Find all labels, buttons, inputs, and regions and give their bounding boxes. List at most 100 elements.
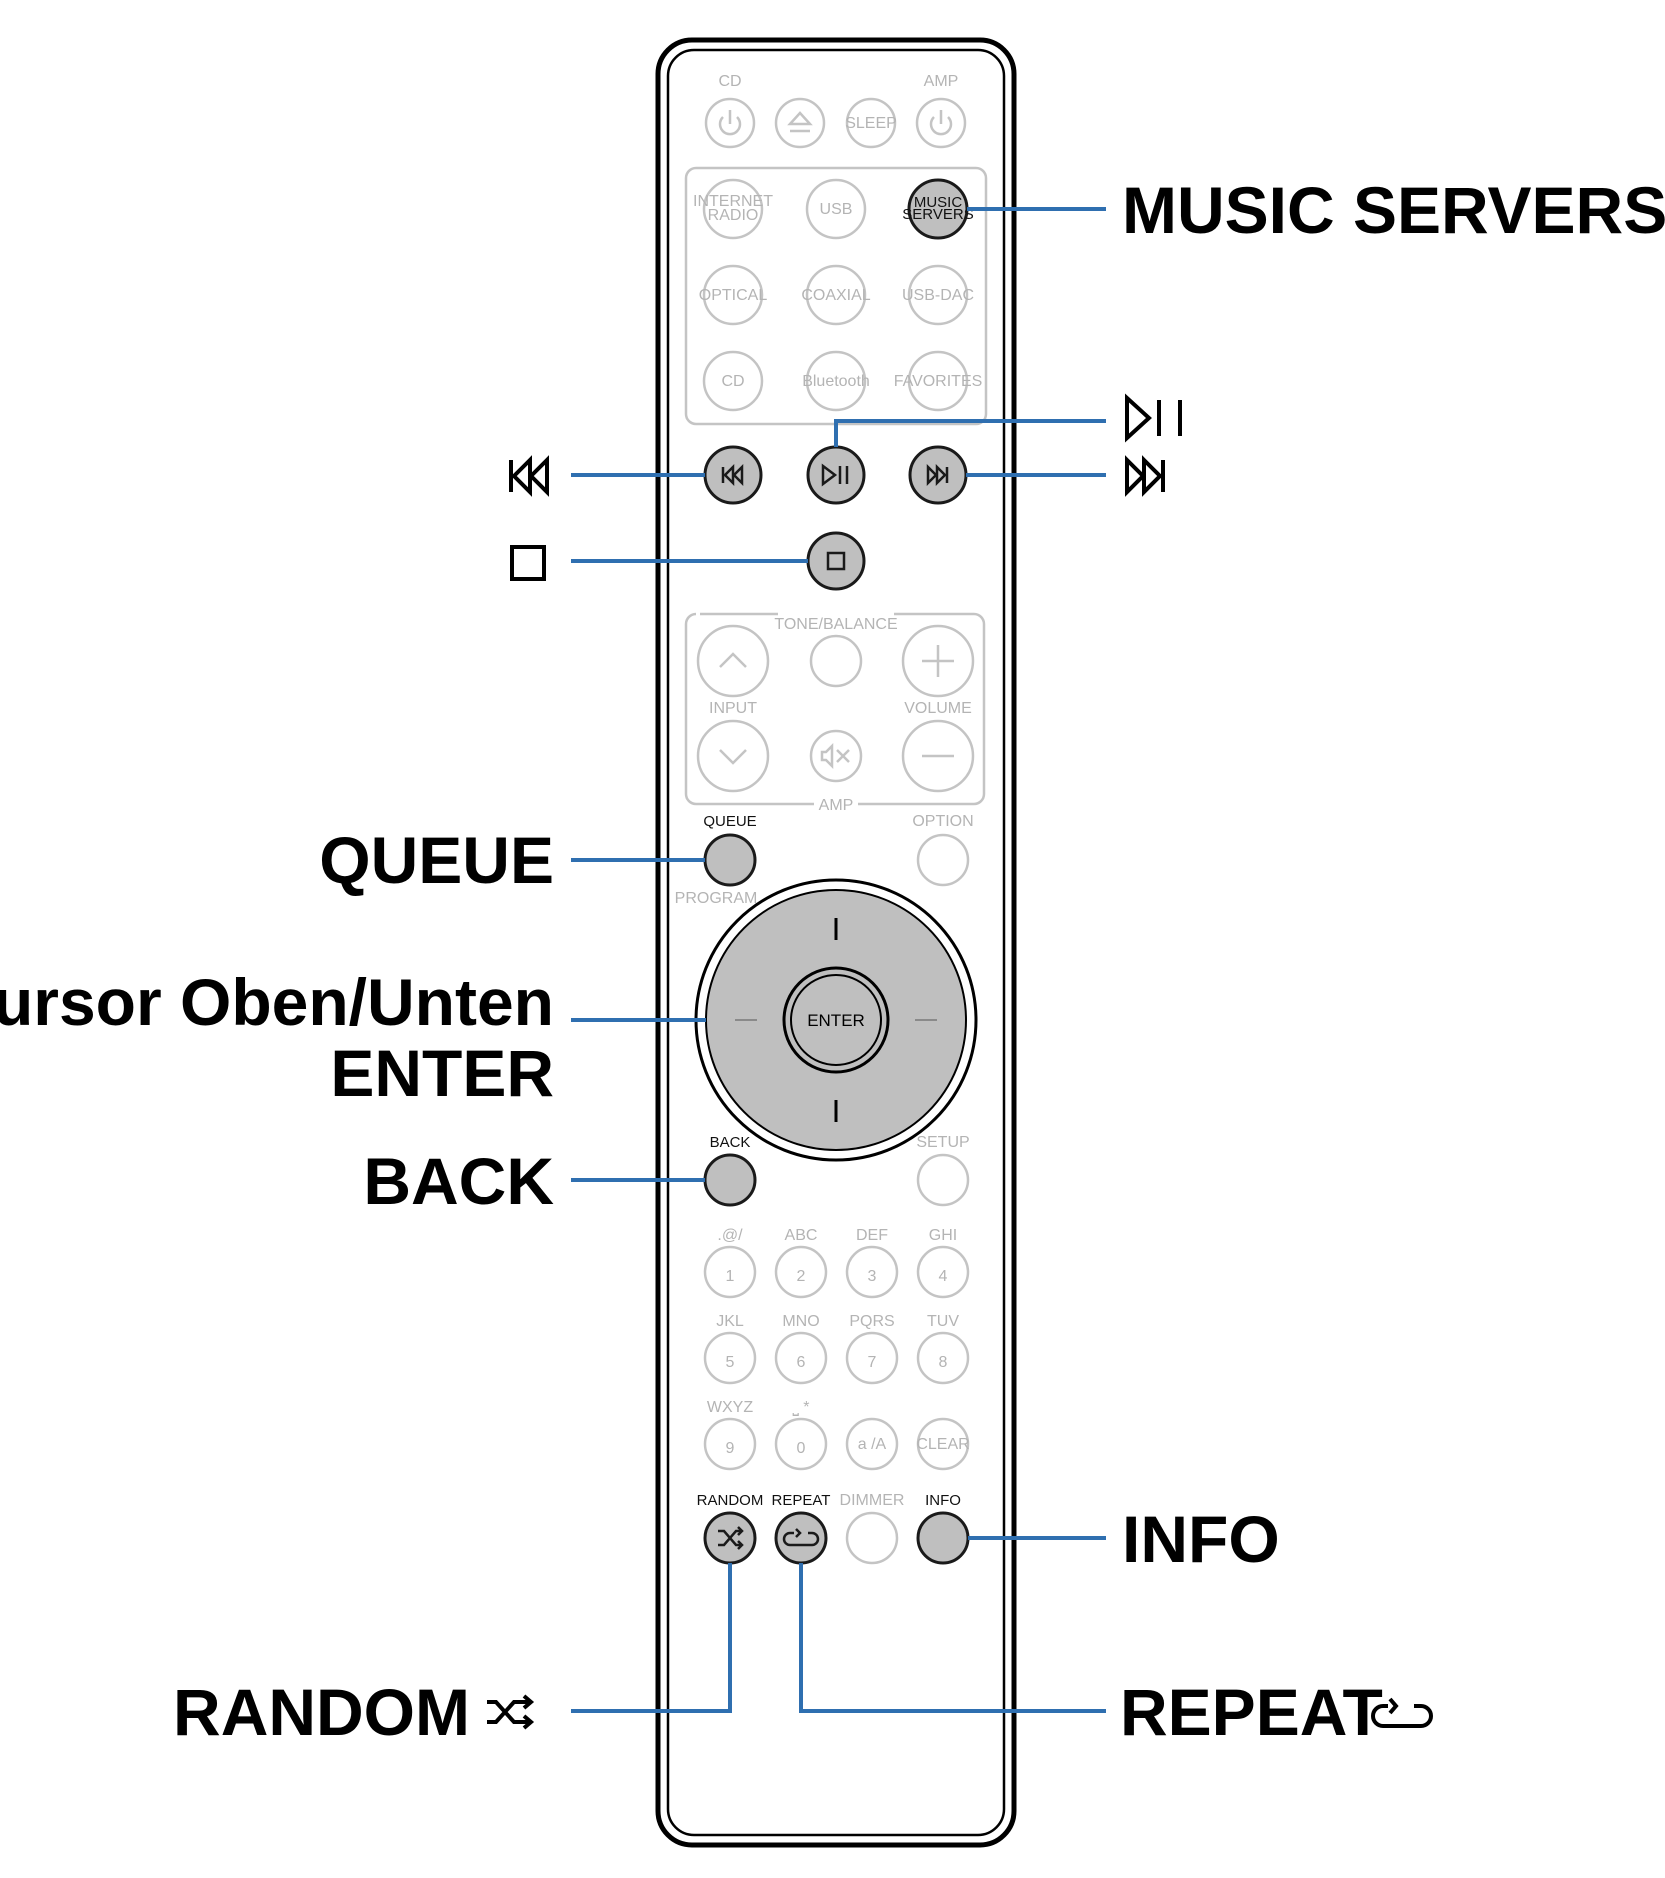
random-button[interactable] <box>703 1511 757 1565</box>
sleep-label: SLEEP <box>845 115 897 132</box>
optical-button[interactable]: OPTICAL <box>699 264 768 326</box>
sleep-button[interactable]: SLEEP <box>845 97 897 149</box>
key-0[interactable]: 0 <box>774 1417 828 1471</box>
bluetooth-button[interactable]: Bluetooth <box>802 350 870 412</box>
next-button[interactable] <box>908 445 968 505</box>
back-label: BACK <box>710 1134 751 1151</box>
key-5-label: 5 <box>726 1354 735 1371</box>
key-3[interactable]: 3 <box>845 1245 899 1299</box>
amp-label: AMP <box>924 73 959 90</box>
usb-dac-button[interactable]: USB-DAC <box>902 264 974 326</box>
dimmer-label: DIMMER <box>840 1492 905 1509</box>
previous-icon <box>721 463 744 487</box>
stop-button[interactable] <box>806 531 866 591</box>
music-servers-button[interactable]: MUSIC SERVERS <box>902 178 974 240</box>
favorites-button[interactable]: FAVORITES <box>894 350 983 412</box>
key-9[interactable]: 9 <box>703 1417 757 1471</box>
play-pause-callout-line <box>834 419 1106 447</box>
key-3-label: 3 <box>868 1268 877 1285</box>
clear-button[interactable]: CLEAR <box>916 1417 970 1471</box>
cd-label: CD <box>718 73 741 90</box>
volume-up-button[interactable] <box>901 624 975 698</box>
volume-label: VOLUME <box>904 700 972 717</box>
amp-panel-label: AMP <box>819 797 854 814</box>
back-callout: BACK <box>363 1144 554 1218</box>
key-3-sub: DEF <box>856 1227 888 1244</box>
music-servers-label-1: MUSIC <box>914 194 963 211</box>
previous-button[interactable] <box>703 445 763 505</box>
previous-callout-icon <box>509 455 549 497</box>
random-callout: RANDOM <box>173 1675 470 1749</box>
volume-down-button[interactable] <box>901 719 975 793</box>
queue-button[interactable] <box>703 833 757 887</box>
amp-power-button[interactable] <box>915 97 967 149</box>
key-1[interactable]: 1 <box>703 1245 757 1299</box>
repeat-button[interactable] <box>774 1511 828 1565</box>
input-down-button[interactable] <box>696 719 770 793</box>
repeat-callout-line <box>799 1563 1106 1713</box>
coaxial-button[interactable]: COAXIAL <box>801 264 871 326</box>
repeat-callout-icon <box>1371 1697 1433 1728</box>
tone-balance-button[interactable] <box>809 634 863 688</box>
back-button[interactable] <box>703 1153 757 1207</box>
key-6-label: 6 <box>797 1354 806 1371</box>
key-1-sub: .@/ <box>717 1227 743 1244</box>
key-6-sub: MNO <box>782 1313 819 1330</box>
shuffle-callout-icon <box>487 1694 535 1730</box>
optical-label: OPTICAL <box>699 287 768 304</box>
setup-label: SETUP <box>916 1134 969 1151</box>
key-7-label: 7 <box>868 1354 877 1371</box>
cd-power-button[interactable] <box>704 97 756 149</box>
next-icon <box>926 463 949 487</box>
mute-button[interactable] <box>809 729 863 783</box>
case-toggle-label: a /A <box>858 1436 887 1453</box>
tone-balance-label: TONE/BALANCE <box>774 616 897 633</box>
enter-button[interactable]: ENTER <box>782 966 890 1074</box>
option-button[interactable] <box>916 833 970 887</box>
key-8[interactable]: 8 <box>916 1331 970 1385</box>
repeat-icon <box>782 1528 820 1547</box>
next-callout-icon <box>1125 455 1165 497</box>
queue-callout: QUEUE <box>319 823 554 897</box>
keypad: .@/ ABC DEF GHI 1 2 3 4 JKL MNO PQRS TUV… <box>703 1227 970 1471</box>
usb-button[interactable]: USB <box>805 178 867 240</box>
random-callout-line <box>571 1563 732 1713</box>
repeat-callout: REPEAT <box>1120 1675 1383 1749</box>
internet-radio-button[interactable]: INTERNET RADIO <box>693 178 773 240</box>
setup-button[interactable] <box>916 1153 970 1207</box>
usb-dac-label: USB-DAC <box>902 287 974 304</box>
key-4-label: 4 <box>939 1268 948 1285</box>
enter-label: ENTER <box>807 1011 865 1030</box>
dimmer-button[interactable] <box>845 1511 899 1565</box>
play-pause-icon <box>821 463 849 487</box>
internet-radio-label-1: INTERNET <box>693 193 773 210</box>
info-button[interactable] <box>916 1511 970 1565</box>
key-4[interactable]: 4 <box>916 1245 970 1299</box>
repeat-label: REPEAT <box>772 1492 831 1509</box>
cursor-callout: Cursor Oben/Unten <box>0 965 554 1039</box>
info-label: INFO <box>925 1492 961 1509</box>
key-2[interactable]: 2 <box>774 1245 828 1299</box>
eject-icon <box>787 111 813 133</box>
key-7[interactable]: 7 <box>845 1331 899 1385</box>
coaxial-label: COAXIAL <box>801 287 870 304</box>
shuffle-icon <box>718 1526 744 1550</box>
key-9-label: 9 <box>726 1440 735 1457</box>
power-icon <box>718 110 742 136</box>
key-6[interactable]: 6 <box>774 1331 828 1385</box>
info-callout: INFO <box>1122 1502 1280 1576</box>
stop-callout-icon <box>510 545 546 581</box>
callout-lines <box>571 207 1106 1713</box>
eject-button[interactable] <box>774 97 826 149</box>
cd-source-button[interactable]: CD <box>702 350 764 412</box>
key-5[interactable]: 5 <box>703 1331 757 1385</box>
input-up-button[interactable] <box>696 624 770 698</box>
case-toggle-button[interactable]: a /A <box>845 1417 899 1471</box>
key-4-sub: GHI <box>929 1227 957 1244</box>
random-label: RANDOM <box>697 1492 764 1509</box>
play-pause-button[interactable] <box>806 445 866 505</box>
plus-icon <box>922 645 954 677</box>
key-9-sub: WXYZ <box>707 1399 753 1416</box>
key-7-sub: PQRS <box>849 1313 894 1330</box>
